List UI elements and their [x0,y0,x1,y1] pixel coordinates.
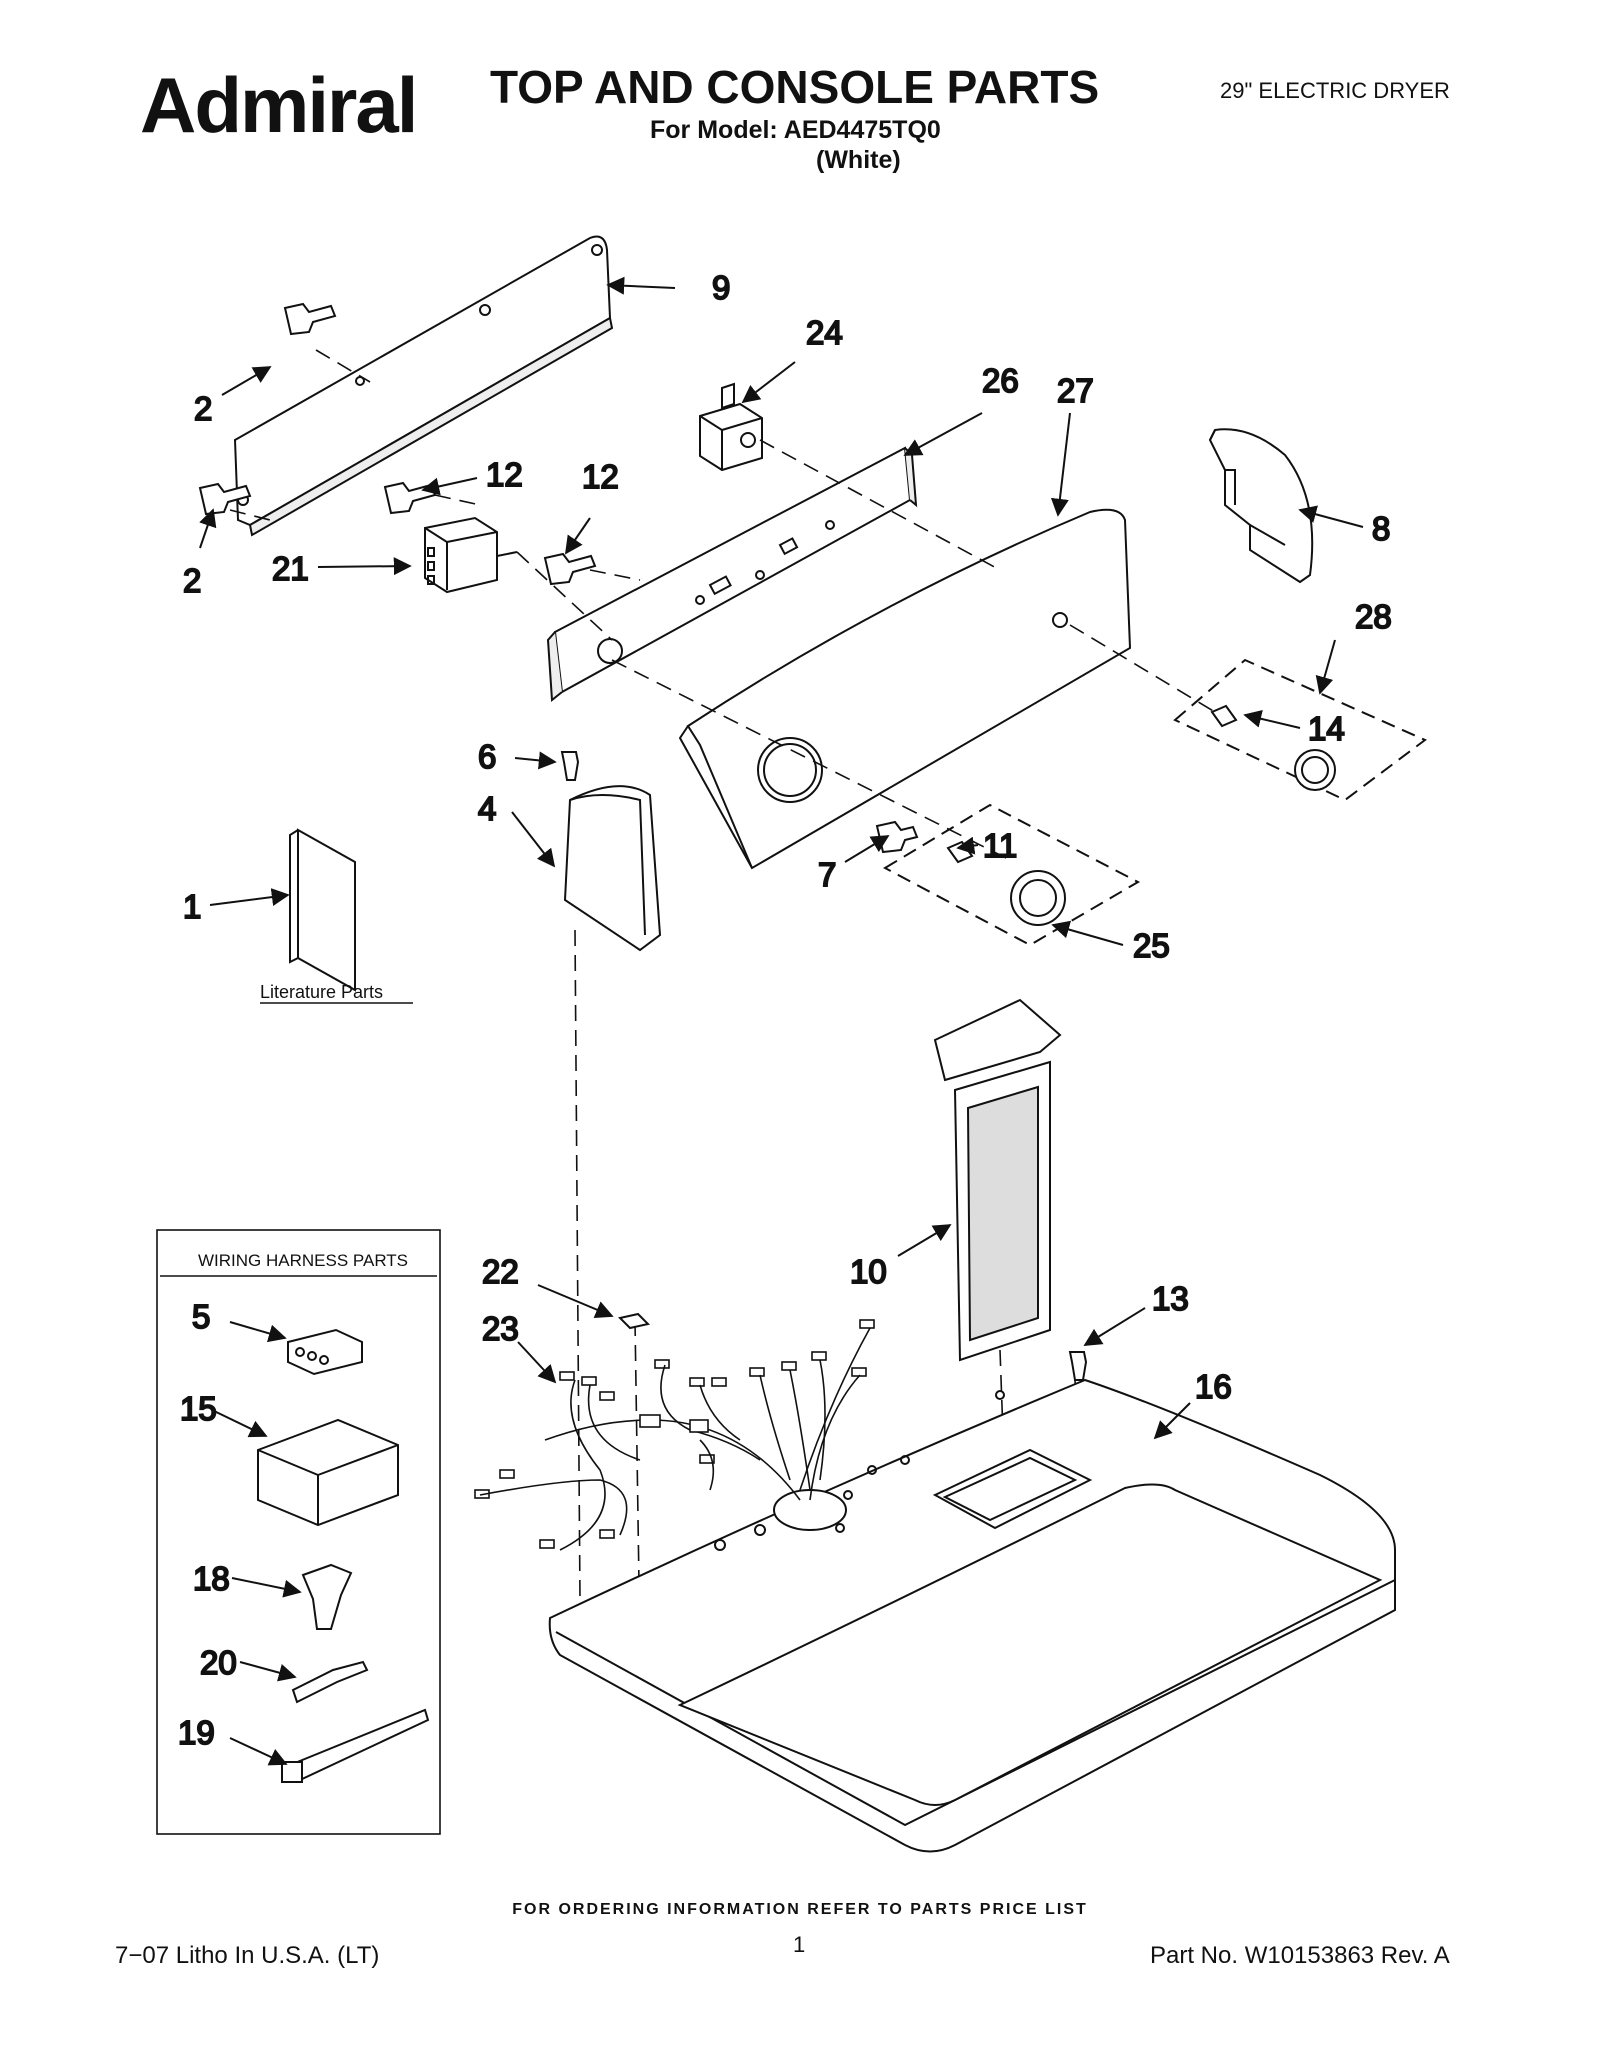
callout-13: 13 [1152,1280,1189,1317]
callout-23: 23 [482,1310,519,1347]
wiring-harness-parts-box [156,1229,441,1835]
callout-8: 8 [1372,510,1390,547]
literature-parts-label: Literature Parts [260,982,383,1002]
callout-20: 20 [200,1644,237,1681]
callout-1: 1 [183,888,201,925]
part-10-lint-screen [933,998,1062,1362]
callout-5: 5 [192,1298,210,1335]
part-4-end-cap [563,785,662,952]
harness-box-title: WIRING HARNESS PARTS [198,1251,408,1270]
callout-18: 18 [193,1560,230,1597]
part-2-screw [198,302,337,516]
callout-12b: 12 [582,458,619,495]
part-5-connector [287,1328,363,1376]
callout-12a: 12 [486,456,523,493]
part-19-cable-tie [288,1708,430,1782]
callout-9: 9 [712,269,730,306]
callout-15: 15 [180,1390,217,1427]
part-13-screw [1068,1351,1088,1381]
model-line: For Model: AED4475TQ0 [650,116,941,144]
callout-22: 22 [482,1253,519,1290]
part-26-console-bracket [546,446,918,702]
callout-2b: 2 [183,562,201,599]
assembly-guide-lines [229,349,1216,1651]
litho-note: 7−07 Litho In U.S.A. (LT) [115,1942,380,1969]
part-20-terminal [291,1660,369,1704]
callout-4: 4 [478,790,496,827]
part-number: Part No. W10153863 Rev. A [1150,1942,1450,1969]
callout-7: 7 [818,856,836,893]
callout-2a: 2 [194,390,212,427]
part-21-timer [424,516,518,594]
callout-11: 11 [983,827,1017,864]
callout-10: 10 [850,1253,887,1290]
callout-leader-arrows [199,276,1364,1766]
color-line: (White) [816,146,901,174]
part-15-terminal-block [257,1418,399,1527]
part-25-knob-group [882,803,1141,947]
callout-27: 27 [1057,372,1094,409]
callout-14: 14 [1308,710,1345,747]
part-1-literature [289,828,356,992]
ordering-note: FOR ORDERING INFORMATION REFER TO PARTS … [512,1901,1088,1918]
callout-24: 24 [806,314,843,351]
part-27-console [678,508,1132,870]
page-number: 1 [793,1932,806,1957]
part-16-top-panel [548,1378,1396,1853]
part-28-knob-group [1173,658,1427,802]
callout-19: 19 [178,1714,215,1751]
page-title: TOP AND CONSOLE PARTS [490,61,1100,113]
part-18-clip [301,1563,353,1630]
part-8-end-cap [1208,428,1314,584]
callout-26: 26 [982,362,1019,399]
callout-28: 28 [1355,598,1392,635]
part-22-clip [618,1312,650,1330]
part-7-screw [875,820,919,854]
callout-6: 6 [478,738,496,775]
brand-logo: Admiral [140,61,418,149]
callout-16: 16 [1195,1368,1232,1405]
part-23-wiring-harness [474,1319,875,1551]
callout-25: 25 [1133,927,1170,964]
part-24-switch [699,382,763,472]
part-9-rear-rail [233,235,614,537]
part-6-screw [560,751,580,781]
product-type: 29" ELECTRIC DRYER [1220,78,1450,103]
callout-21: 21 [272,550,309,587]
